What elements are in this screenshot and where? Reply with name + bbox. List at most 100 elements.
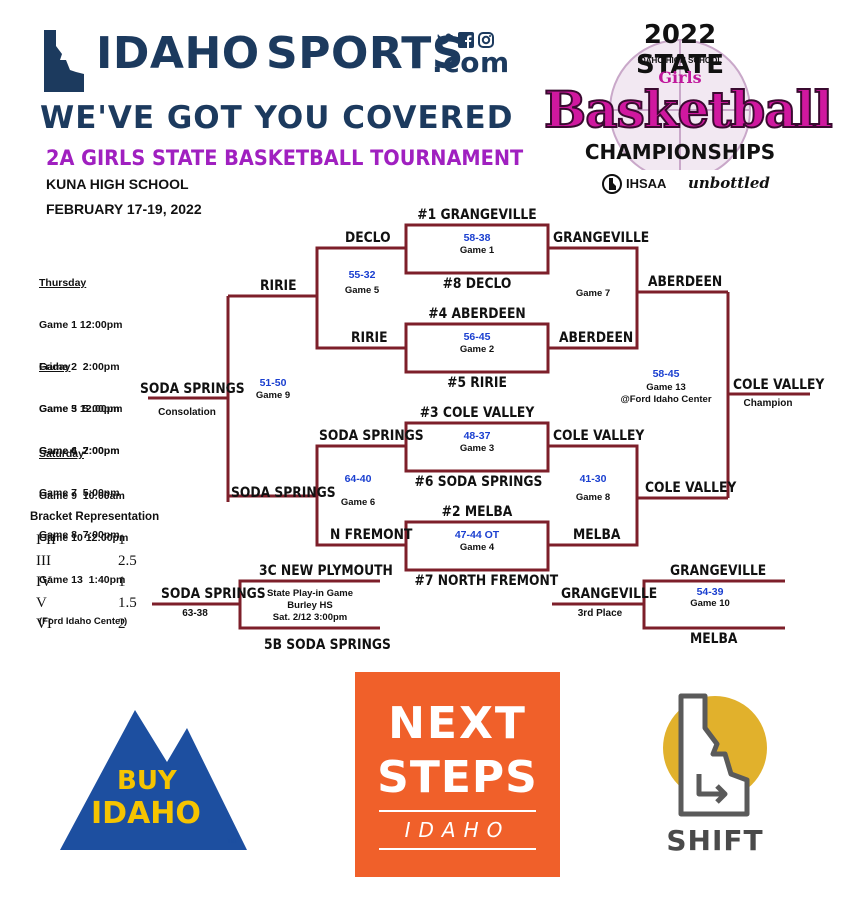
g7-label: Game 7: [575, 288, 611, 299]
g2-score: 56-45: [463, 331, 491, 343]
ihsaa-logo: IHSAA: [602, 172, 682, 196]
champion-team: COLE VALLEY: [733, 377, 825, 393]
g4-bottom-team: #7 NORTH FREMONT: [414, 573, 559, 589]
shift-logo[interactable]: SHIFT: [655, 688, 775, 863]
rep-class: V: [36, 595, 47, 611]
idahosports-logo[interactable]: IDAHO SPORTS .com: [40, 24, 509, 94]
consolation-winner: SODA SPRINGS: [140, 381, 245, 397]
g3-label: Game 3: [459, 443, 495, 454]
next-steps-line2: STEPS: [377, 752, 538, 803]
page-title: 2A GIRLS STATE BASKETBALL TOURNAMENT: [46, 146, 524, 170]
tagline: WE'VE GOT YOU COVERED: [40, 100, 514, 136]
g9-score: 51-50: [259, 377, 287, 389]
playin-winner: SODA SPRINGS: [161, 586, 266, 602]
schedule-entry: Game 2 2:00pm: [39, 361, 120, 373]
schedule-entry: Game 3 5:00pm: [39, 403, 120, 415]
schedule-thursday: Thursday Game 1 12:00pm Game 2 2:00pm Ga…: [39, 248, 122, 472]
ihsaa-icon: [602, 174, 622, 194]
ihsaa-label: IHSAA: [626, 176, 667, 191]
mountains-icon: [60, 710, 247, 850]
g10-label: Game 10: [690, 598, 730, 609]
rep-value: 1.5: [118, 595, 137, 611]
schedule-friday: Friday Game 5 12:00pm Game 6 2:00pm Game…: [39, 332, 122, 556]
g10-top-team: GRANGEVILLE: [670, 563, 767, 579]
rep-value: 1: [118, 532, 126, 548]
g4-score: 47-44 OT: [454, 529, 500, 541]
g5-label: Game 5: [344, 285, 380, 296]
rep-value: 1: [118, 574, 126, 590]
g8-top-team: COLE VALLEY: [553, 428, 645, 444]
rep-value: 2: [118, 616, 126, 632]
playin-score: 63-38: [182, 608, 208, 619]
playin-line1: State Play-in Game: [266, 588, 354, 599]
g9-label: Game 9: [255, 390, 291, 401]
schedule-entry: Game 4 7:00pm: [39, 445, 120, 457]
g10-score: 54-39: [696, 586, 724, 598]
next-steps-rule-top: [379, 810, 536, 812]
playin-top-team: 3C NEW PLYMOUTH: [259, 563, 393, 579]
g10-bottom-team: MELBA: [690, 631, 738, 647]
g9-top-team: RIRIE: [260, 278, 297, 294]
facebook-icon[interactable]: [458, 32, 474, 48]
g7-bottom-team: ABERDEEN: [559, 330, 634, 346]
logo-sponsor: unbottled: [688, 174, 770, 192]
logo-school: IDAHO HIGH SCHOOL: [637, 56, 723, 65]
shift-label: SHIFT: [666, 824, 764, 857]
g13-bottom-team: COLE VALLEY: [645, 480, 737, 496]
playin-bottom-team: 5B SODA SPRINGS: [264, 637, 391, 653]
social-icons: [436, 30, 500, 50]
buy-idaho-logo[interactable]: BUY IDAHO TM: [55, 700, 255, 855]
dates: FEBRUARY 17-19, 2022: [46, 201, 202, 217]
g13-score: 58-45: [652, 368, 680, 380]
game5-lines: [315, 246, 406, 350]
rep-class: IV: [36, 574, 52, 590]
rep-value: 2.5: [118, 553, 137, 569]
g2-bottom-team: #5 RIRIE: [447, 375, 507, 391]
g6-bottom-team: N FREMONT: [330, 527, 413, 543]
schedule-entry: Game 13 1:40pm: [39, 574, 126, 586]
schedule-saturday: Saturday Game 9 10:00am Game 10 12:00pm …: [39, 419, 128, 643]
schedule-entry: Game 6 2:00pm: [39, 445, 120, 457]
rep-class: I-II: [36, 532, 56, 548]
g8-bottom-team: MELBA: [573, 527, 621, 543]
idaho-state-icon: [44, 30, 84, 92]
g1-score: 58-38: [463, 232, 491, 244]
g8-label: Game 8: [575, 492, 611, 503]
logo-girls: Girls: [658, 68, 702, 87]
schedule-entry: (Ford Idaho Center): [39, 616, 128, 627]
g4-top-team: #2 MELBA: [441, 504, 513, 520]
playin-line3: Sat. 2/12 3:00pm: [272, 612, 348, 623]
g1-label: Game 1: [459, 245, 495, 256]
logo-sports: SPORTS: [266, 28, 464, 79]
g9-bottom-team: SODA SPRINGS: [231, 485, 336, 501]
g6-score: 64-40: [344, 473, 372, 485]
third-place-team: GRANGEVILLE: [561, 586, 658, 602]
schedule-day-friday: Friday: [39, 361, 71, 373]
g5-bottom-team: RIRIE: [351, 330, 388, 346]
instagram-icon[interactable]: [478, 32, 494, 48]
shift-emblem-icon: [663, 693, 767, 817]
game8-lines: [548, 444, 639, 547]
logo-championships: CHAMPIONSHIPS: [584, 140, 776, 164]
next-steps-rule-bottom: [379, 848, 536, 850]
g3-score: 48-37: [463, 430, 491, 442]
logo-com: .com: [432, 46, 510, 79]
next-steps-line1: NEXT: [388, 698, 527, 749]
g3-top-team: #3 COLE VALLEY: [419, 405, 535, 421]
schedule-entry: Game 9 10:00am: [39, 490, 125, 502]
twitter-icon[interactable]: [436, 32, 454, 48]
g1-bottom-team: #8 DECLO: [442, 276, 512, 292]
g13-label: Game 13: [646, 382, 686, 393]
next-steps-line3: IDAHO: [404, 818, 511, 842]
g7-top-team: GRANGEVILLE: [553, 230, 650, 246]
schedule-day-thursday: Thursday: [39, 277, 87, 289]
g6-label: Game 6: [340, 497, 376, 508]
buy-idaho-tm: TM: [227, 838, 238, 845]
champion-label: Champion: [743, 398, 793, 409]
schedule-entry: Game 5 12:00pm: [39, 403, 123, 415]
g4-label: Game 4: [459, 542, 495, 553]
third-place-label: 3rd Place: [577, 608, 623, 619]
basketball-icon: [609, 39, 751, 170]
next-steps-logo[interactable]: NEXT STEPS IDAHO: [355, 672, 560, 877]
g2-label: Game 2: [459, 344, 495, 355]
